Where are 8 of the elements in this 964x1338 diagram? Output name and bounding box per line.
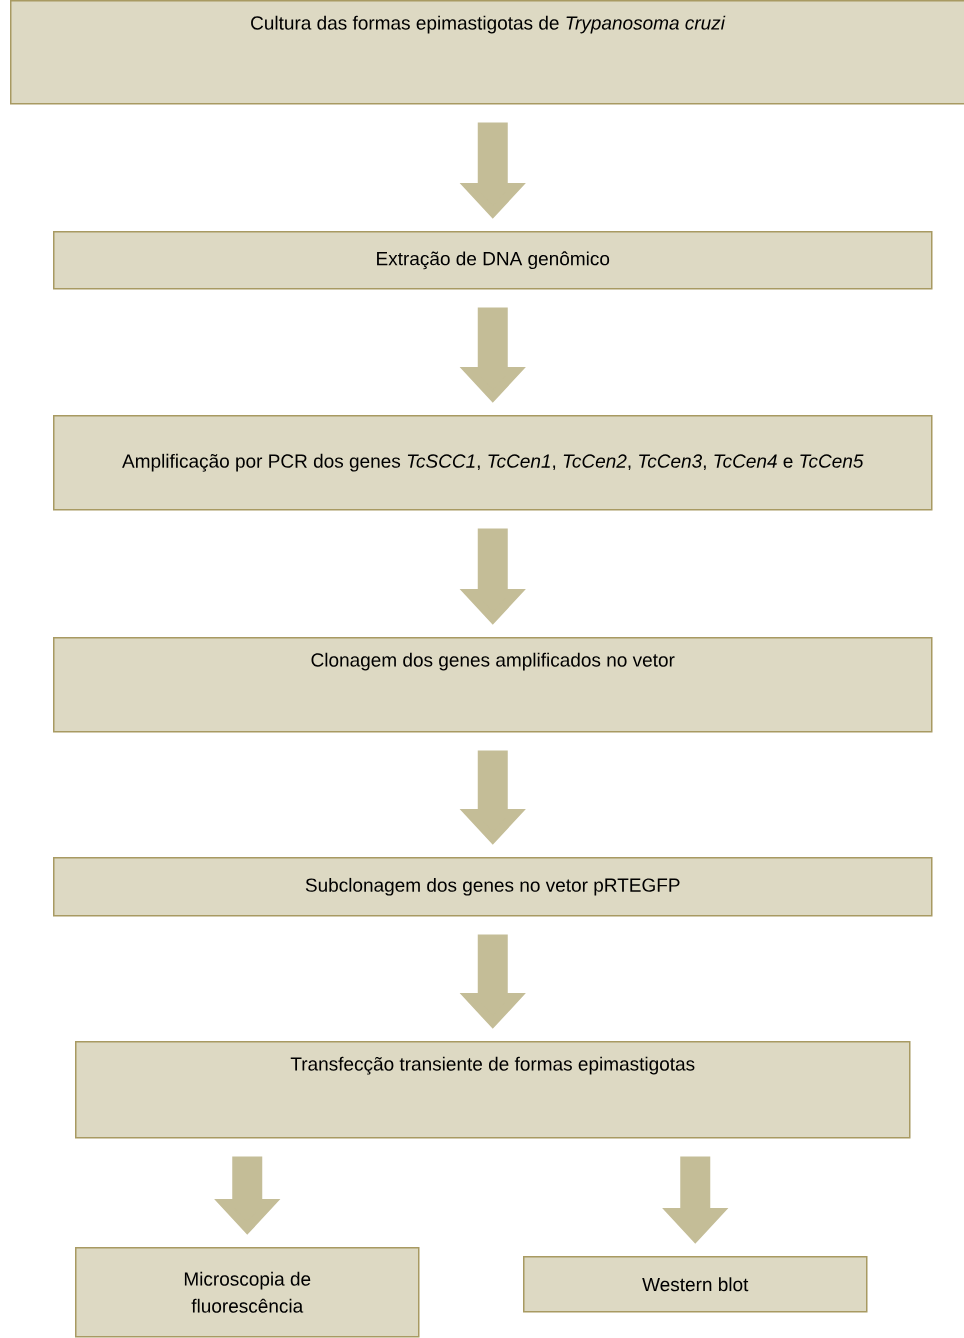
process-box: Subclonagem dos genes no vetor pRTEGFP — [53, 857, 933, 917]
process-box: Microscopia de fluorescência — [75, 1247, 420, 1338]
process-box: Clonagem dos genes amplificados no vetor — [53, 637, 933, 733]
process-box: Western blot — [523, 1256, 868, 1313]
process-box: Transfecção transiente de formas epimastigotas — [75, 1041, 911, 1139]
process-box: Cultura das formas epimastigotas de Trypanosoma cruzi — [10, 0, 964, 105]
process-box: Extração de DNA genômico — [53, 231, 933, 290]
process-box: Amplificação por PCR dos genes TcSCC1, TcCen1, TcCen2, TcCen3, TcCen4 e TcCen5 — [53, 415, 933, 511]
